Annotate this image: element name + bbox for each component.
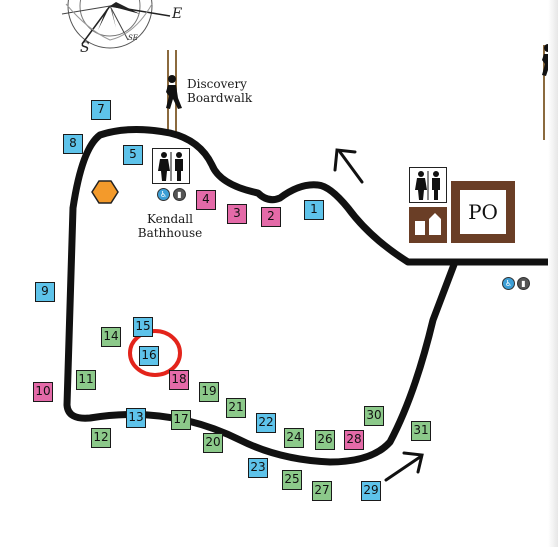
site-4[interactable]: 4 bbox=[196, 190, 216, 210]
site-29[interactable]: 29 bbox=[361, 481, 381, 501]
site-10[interactable]: 10 bbox=[33, 382, 53, 402]
bathhouse-restroom-sign bbox=[152, 148, 190, 184]
post-office-icon: PO bbox=[451, 181, 515, 243]
site-16[interactable]: 16 bbox=[139, 346, 159, 366]
site-19[interactable]: 19 bbox=[199, 382, 219, 402]
site-3[interactable]: 3 bbox=[227, 204, 247, 224]
info-board-icon bbox=[409, 207, 447, 243]
site-24[interactable]: 24 bbox=[284, 428, 304, 448]
direction-arrow-icon bbox=[333, 148, 364, 184]
site-30[interactable]: 30 bbox=[364, 406, 384, 426]
site-22[interactable]: 22 bbox=[256, 413, 276, 433]
trash-icon: ▮ bbox=[517, 277, 530, 290]
site-13[interactable]: 13 bbox=[126, 408, 146, 428]
compass-letter-se: SE bbox=[128, 34, 138, 42]
highlight-circle bbox=[128, 329, 182, 377]
kendall-bathhouse-label: Kendall Bathhouse bbox=[137, 212, 203, 240]
restroom-icon bbox=[158, 152, 183, 181]
site-26[interactable]: 26 bbox=[315, 430, 335, 450]
compass-letter-e: E bbox=[172, 6, 183, 22]
page-edge-shade bbox=[548, 0, 558, 547]
site-23[interactable]: 23 bbox=[248, 458, 268, 478]
site-31[interactable]: 31 bbox=[411, 421, 431, 441]
site-17[interactable]: 17 bbox=[171, 410, 191, 430]
site-5[interactable]: 5 bbox=[123, 145, 143, 165]
restroom-sign bbox=[409, 167, 447, 203]
site-8[interactable]: 8 bbox=[63, 134, 83, 154]
site-18[interactable]: 18 bbox=[169, 370, 189, 390]
road-main-loop bbox=[63, 125, 558, 466]
trash-icon: ▮ bbox=[173, 188, 186, 201]
site-1[interactable]: 1 bbox=[304, 200, 324, 220]
accessible-icon: ♿ bbox=[157, 188, 170, 201]
site-28[interactable]: 28 bbox=[344, 430, 364, 450]
restroom-icon bbox=[415, 171, 440, 200]
site-15[interactable]: 15 bbox=[133, 317, 153, 337]
site-9[interactable]: 9 bbox=[35, 282, 55, 302]
site-25[interactable]: 25 bbox=[282, 470, 302, 490]
direction-arrow-icon bbox=[384, 451, 424, 482]
post-office-label: PO bbox=[460, 190, 506, 234]
site-27[interactable]: 27 bbox=[312, 481, 332, 501]
site-20[interactable]: 20 bbox=[203, 433, 223, 453]
accessible-icon: ♿ bbox=[502, 277, 515, 290]
site-12[interactable]: 12 bbox=[91, 428, 111, 448]
site-11[interactable]: 11 bbox=[76, 370, 96, 390]
compass-letter-s: S bbox=[80, 40, 90, 56]
site-2[interactable]: 2 bbox=[261, 207, 281, 227]
site-14[interactable]: 14 bbox=[101, 327, 121, 347]
site-21[interactable]: 21 bbox=[226, 398, 246, 418]
discovery-boardwalk-label: Discovery Boardwalk bbox=[187, 77, 253, 105]
site-7[interactable]: 7 bbox=[91, 100, 111, 120]
compass-rose-icon bbox=[61, 0, 171, 49]
hiker-icon bbox=[166, 75, 182, 109]
hexagon-marker-icon bbox=[91, 180, 119, 204]
